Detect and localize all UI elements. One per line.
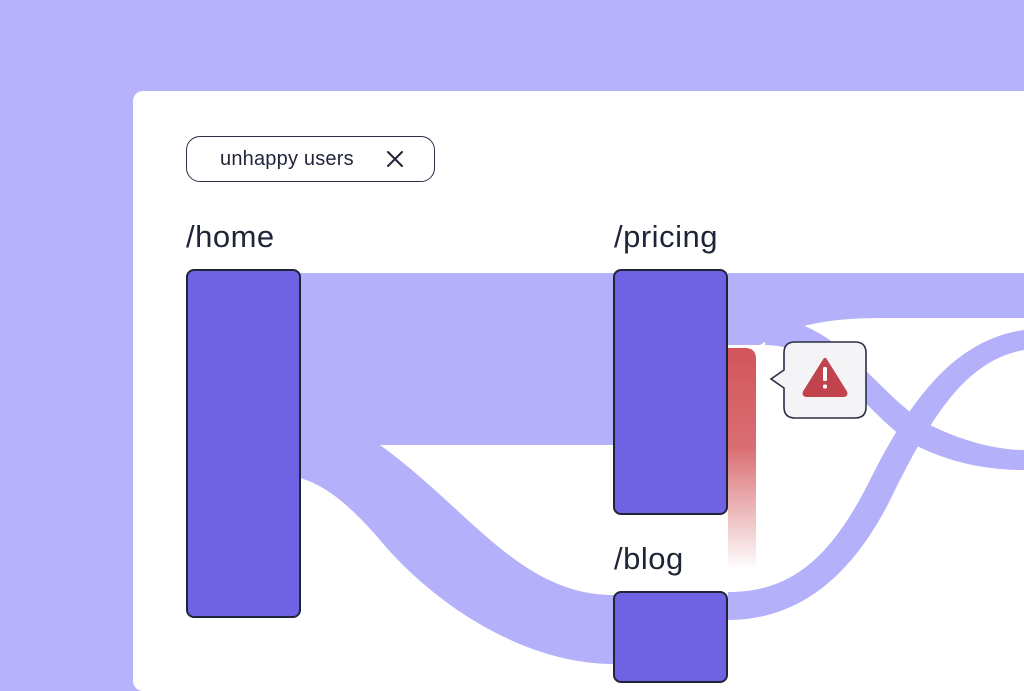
flow-home-to-pricing <box>300 273 614 445</box>
flow-panel: unhappy users /home /pricing /blog <box>133 91 1024 691</box>
flow-pricing-out-top <box>728 273 1024 300</box>
node-label-pricing: /pricing <box>614 219 718 254</box>
node-label-home: /home <box>186 219 275 254</box>
node-label-blog: /blog <box>614 541 684 576</box>
flow-blog-up-right <box>728 330 1024 620</box>
node-blog[interactable] <box>613 591 728 683</box>
filter-chip[interactable]: unhappy users <box>186 136 435 182</box>
dropoff-bar <box>728 348 756 570</box>
user-flow-diagram <box>186 269 1024 683</box>
warning-icon <box>802 358 848 397</box>
node-home[interactable] <box>186 269 301 618</box>
filter-chip-label: unhappy users <box>220 147 354 170</box>
flow-home-to-blog <box>300 445 614 664</box>
warning-callout[interactable] <box>769 341 867 419</box>
node-pricing[interactable] <box>613 269 728 515</box>
flow-pricing-out-lower <box>728 300 1024 345</box>
close-icon[interactable] <box>384 148 406 170</box>
